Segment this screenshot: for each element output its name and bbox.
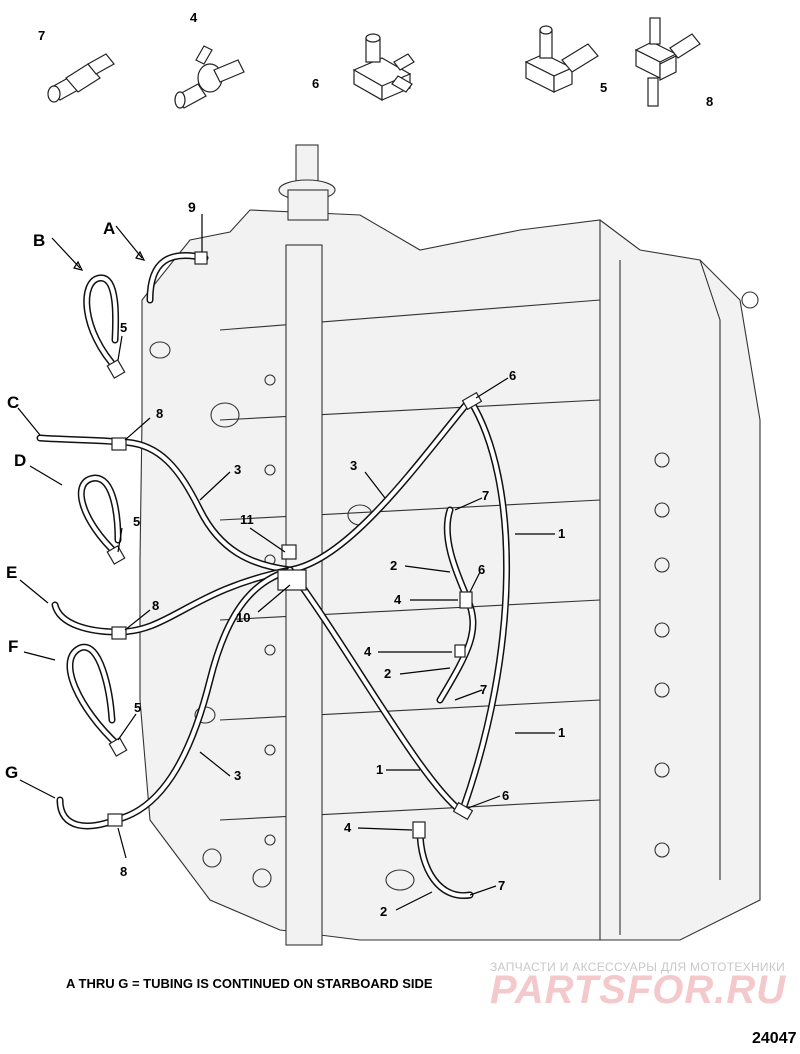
callout-2a: 2: [390, 558, 397, 573]
callout-10: 10: [236, 610, 250, 625]
figure-number: 24047: [752, 1030, 797, 1047]
callout-B: B: [33, 231, 45, 250]
callout-3b: 3: [350, 458, 357, 473]
callout-5c: 5: [134, 700, 141, 715]
callout-4-top: 4: [190, 10, 198, 25]
callout-2c: 2: [380, 904, 387, 919]
callout-7b: 7: [480, 682, 487, 697]
callout-4a: 4: [394, 592, 402, 607]
callout-E: E: [6, 563, 17, 582]
callout-5-top: 5: [600, 80, 607, 95]
callout-1b: 1: [558, 725, 565, 740]
callout-8a: 8: [156, 406, 163, 421]
callout-6b: 6: [478, 562, 485, 577]
callout-6c: 6: [502, 788, 509, 803]
callout-4b: 4: [364, 644, 372, 659]
callout-8b: 8: [152, 598, 159, 613]
callout-6a: 6: [509, 368, 516, 383]
watermark-brand: PARTSFOR.RU: [490, 968, 787, 1012]
watermark-tagline: ЗАПЧАСТИ И АКСЕССУАРЫ ДЛЯ МОТОТЕХНИКИ: [490, 960, 786, 974]
hose-connectors: [106, 251, 483, 839]
fitting-7-icon: [47, 53, 115, 103]
callout-5a: 5: [120, 320, 127, 335]
callout-3c: 3: [234, 768, 241, 783]
callout-1c: 1: [376, 762, 383, 777]
callout-4c: 4: [344, 820, 352, 835]
callout-G: G: [5, 763, 18, 782]
hose-lines: [36, 251, 511, 900]
callout-7a: 7: [482, 488, 489, 503]
callout-1a: 1: [558, 526, 565, 541]
callout-8-top: 8: [706, 94, 713, 109]
callout-7c: 7: [498, 878, 505, 893]
callout-3a: 3: [234, 462, 241, 477]
callout-D: D: [14, 451, 26, 470]
callout-7-top: 7: [38, 28, 45, 43]
fitting-4-icon: [174, 45, 245, 109]
callout-2b: 2: [384, 666, 391, 681]
fitting-6-icon: [352, 33, 415, 102]
callout-A: A: [103, 219, 115, 238]
fitting-8-icon: [634, 17, 701, 107]
callout-C: C: [7, 393, 19, 412]
callout-5b: 5: [133, 514, 140, 529]
callout-labels: B A 9 C D E F G 7 4 6 5 8 5 8 3 3 5 11 8…: [5, 10, 713, 919]
diagram-caption: A THRU G = TUBING IS CONTINUED ON STARBO…: [66, 976, 433, 991]
callout-8c: 8: [120, 864, 127, 879]
callout-F: F: [8, 637, 18, 656]
fitting-5-icon: [524, 25, 599, 93]
callout-9: 9: [188, 199, 196, 215]
leader-lines: [17, 214, 555, 911]
callout-11: 11: [240, 512, 254, 527]
callout-6-top: 6: [312, 76, 319, 91]
